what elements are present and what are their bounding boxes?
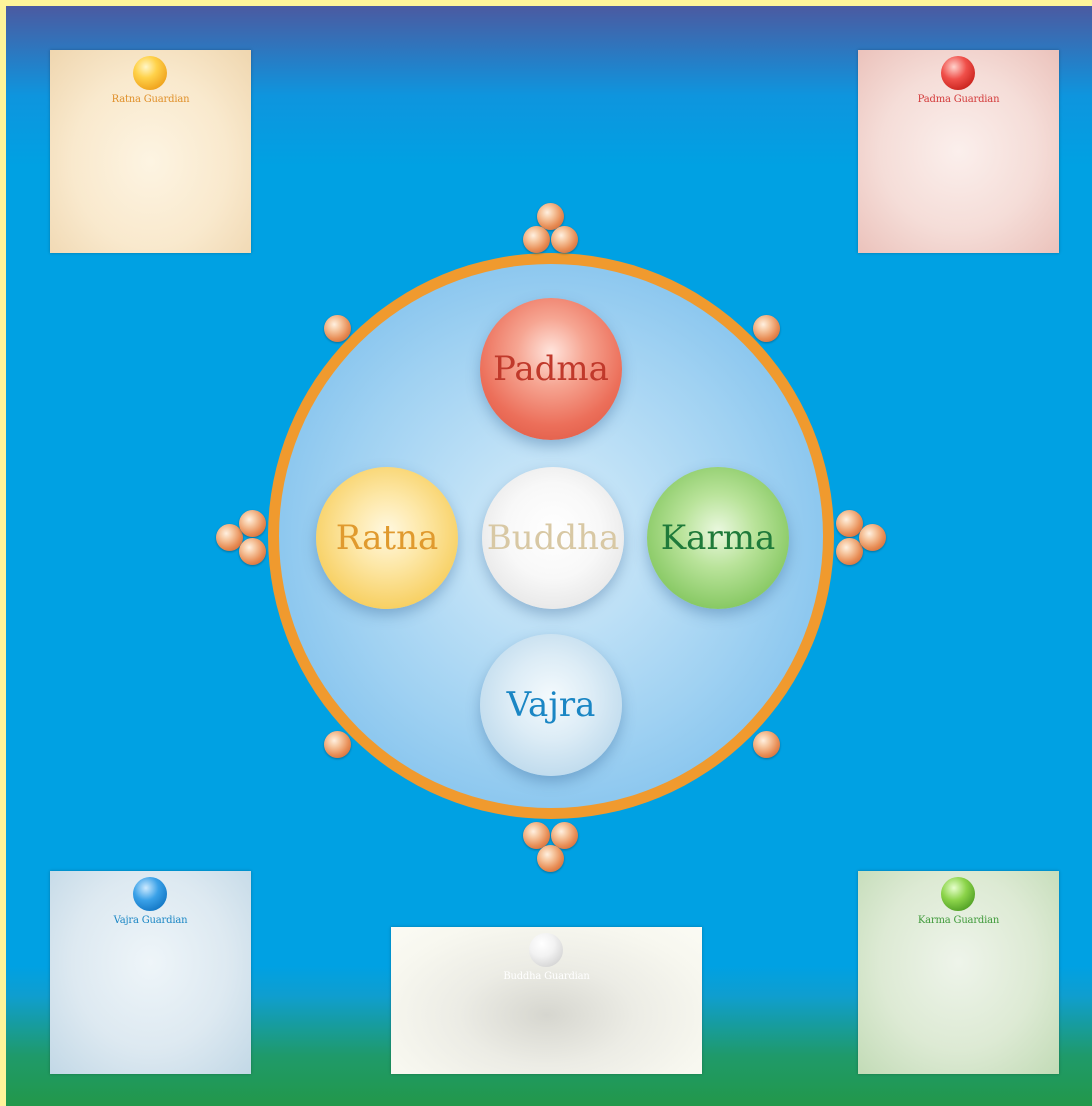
bottom-gate-bead [551, 822, 578, 849]
right-gate-bead [836, 538, 863, 565]
padma-guardian-label: Padma Guardian [917, 94, 1000, 105]
bottom-gate-bead [523, 822, 550, 849]
karma-family-circle: Karma [647, 467, 789, 609]
padma-guardian-orb [941, 56, 975, 90]
top-gate-bead [523, 226, 550, 253]
buddha-guardian-orb [529, 933, 563, 967]
right-gate-bead [859, 524, 886, 551]
bottom-gate-bead [537, 845, 564, 872]
corner-bead-bottom-right [753, 731, 780, 758]
karma-guardian-card: Karma Guardian [858, 871, 1059, 1074]
vajra-family-circle: Vajra [480, 634, 622, 776]
top-gate-bead [537, 203, 564, 230]
mandala-diagram: Ratna Guardian Padma Guardian Vajra Guar… [6, 6, 1092, 1106]
vajra-family-label: Vajra [506, 685, 596, 725]
ratna-guardian-orb [133, 56, 167, 90]
ratna-guardian-card: Ratna Guardian [50, 50, 251, 253]
buddha-family-circle: Buddha [482, 467, 624, 609]
karma-guardian-orb [941, 877, 975, 911]
vajra-guardian-orb [133, 877, 167, 911]
left-gate-bead [216, 524, 243, 551]
corner-bead-bottom-left [324, 731, 351, 758]
buddha-family-label: Buddha [486, 518, 620, 558]
buddha-guardian-label: Buddha Guardian [503, 971, 590, 982]
padma-family-label: Padma [493, 349, 609, 389]
padma-family-circle: Padma [480, 298, 622, 440]
vajra-guardian-card: Vajra Guardian [50, 871, 251, 1074]
ratna-family-label: Ratna [335, 518, 439, 558]
left-gate-bead [239, 510, 266, 537]
buddha-guardian-card: Buddha Guardian [391, 927, 702, 1074]
padma-guardian-card: Padma Guardian [858, 50, 1059, 253]
left-gate-bead [239, 538, 266, 565]
corner-bead-top-right [753, 315, 780, 342]
karma-family-label: Karma [660, 518, 776, 558]
ratna-family-circle: Ratna [316, 467, 458, 609]
vajra-guardian-label: Vajra Guardian [113, 915, 188, 926]
ratna-guardian-label: Ratna Guardian [111, 94, 190, 105]
corner-bead-top-left [324, 315, 351, 342]
top-gate-bead [551, 226, 578, 253]
karma-guardian-label: Karma Guardian [917, 915, 1000, 926]
right-gate-bead [836, 510, 863, 537]
